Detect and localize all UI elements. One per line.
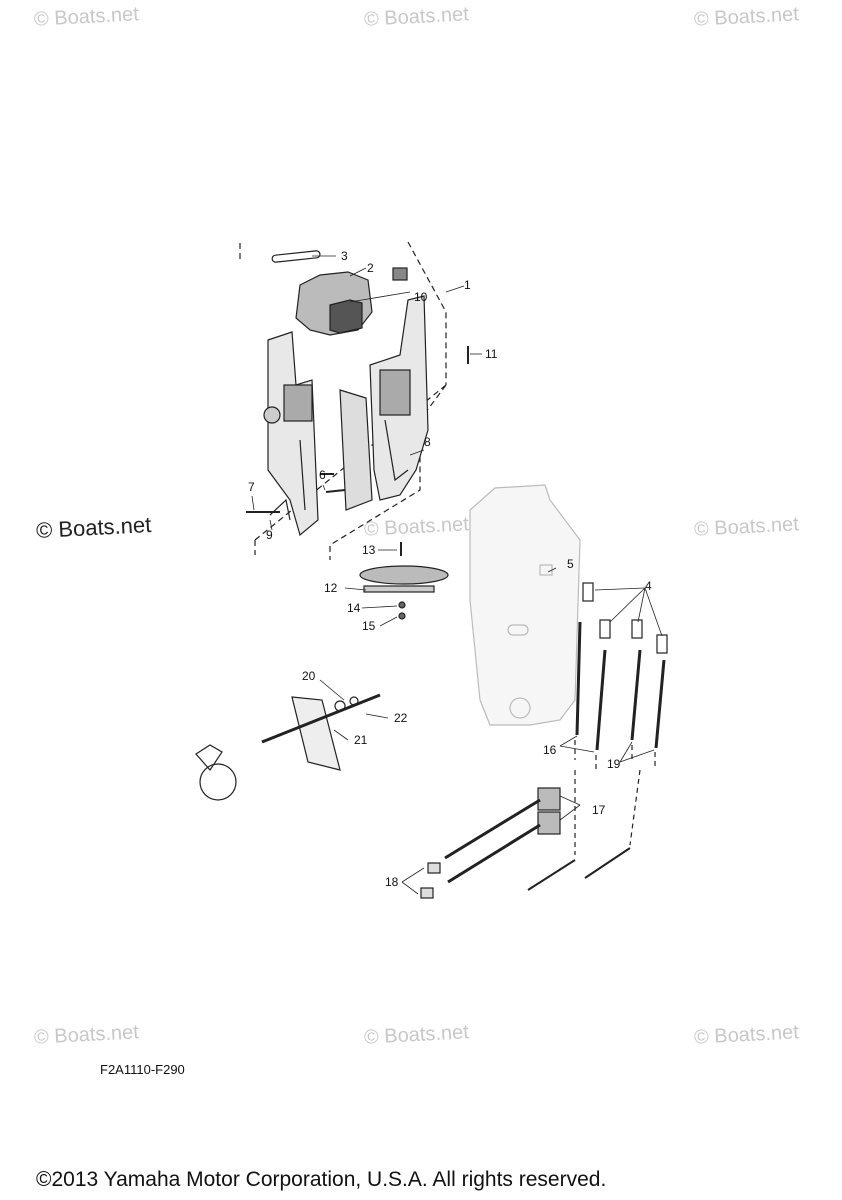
callout-18: 18 [385, 875, 399, 889]
part-cover [295, 271, 373, 336]
callout-20: 20 [302, 669, 316, 683]
callout-10: 10 [414, 290, 428, 304]
callout-9: 9 [266, 528, 273, 542]
callout-22: 22 [394, 711, 408, 725]
part-bracket [363, 585, 435, 593]
gasket-plate [339, 389, 373, 511]
part-washer [398, 612, 406, 620]
remote-control-box [469, 484, 581, 726]
figure-code: F2A1110-F290 [100, 1062, 185, 1077]
callout-5: 5 [567, 557, 574, 571]
right-control-housing [369, 295, 429, 501]
part-plate-oval [359, 565, 449, 585]
cable-assemblies [574, 582, 668, 770]
callout-6: 6 [319, 468, 326, 482]
callout-labels: 1 2 3 4 5 6 7 8 9 10 11 12 13 14 15 16 1… [248, 249, 652, 889]
callout-8: 8 [424, 435, 431, 449]
callout-19: 19 [607, 757, 621, 771]
control-cables [420, 769, 641, 899]
callout-3: 3 [341, 249, 348, 263]
part-spring [269, 498, 291, 521]
callout-1: 1 [464, 278, 471, 292]
callout-12: 12 [324, 581, 338, 595]
lever-bracket [195, 693, 381, 801]
callout-21: 21 [354, 733, 368, 747]
part-nut [398, 601, 406, 609]
copyright: ©2013 Yamaha Motor Corporation, U.S.A. A… [36, 1168, 607, 1191]
callout-14: 14 [347, 601, 361, 615]
callout-7: 7 [248, 480, 255, 494]
leader-lines [251, 255, 663, 895]
callout-16: 16 [543, 743, 557, 757]
callout-15: 15 [362, 619, 376, 633]
callout-13: 13 [362, 543, 376, 557]
callout-4: 4 [645, 579, 652, 593]
part-screw-6 [325, 489, 346, 493]
callout-17: 17 [592, 803, 606, 817]
part-block [392, 267, 408, 281]
part-pin [271, 250, 321, 263]
left-control-housing [263, 331, 319, 537]
callout-11: 11 [485, 347, 498, 361]
callout-2: 2 [367, 261, 374, 275]
